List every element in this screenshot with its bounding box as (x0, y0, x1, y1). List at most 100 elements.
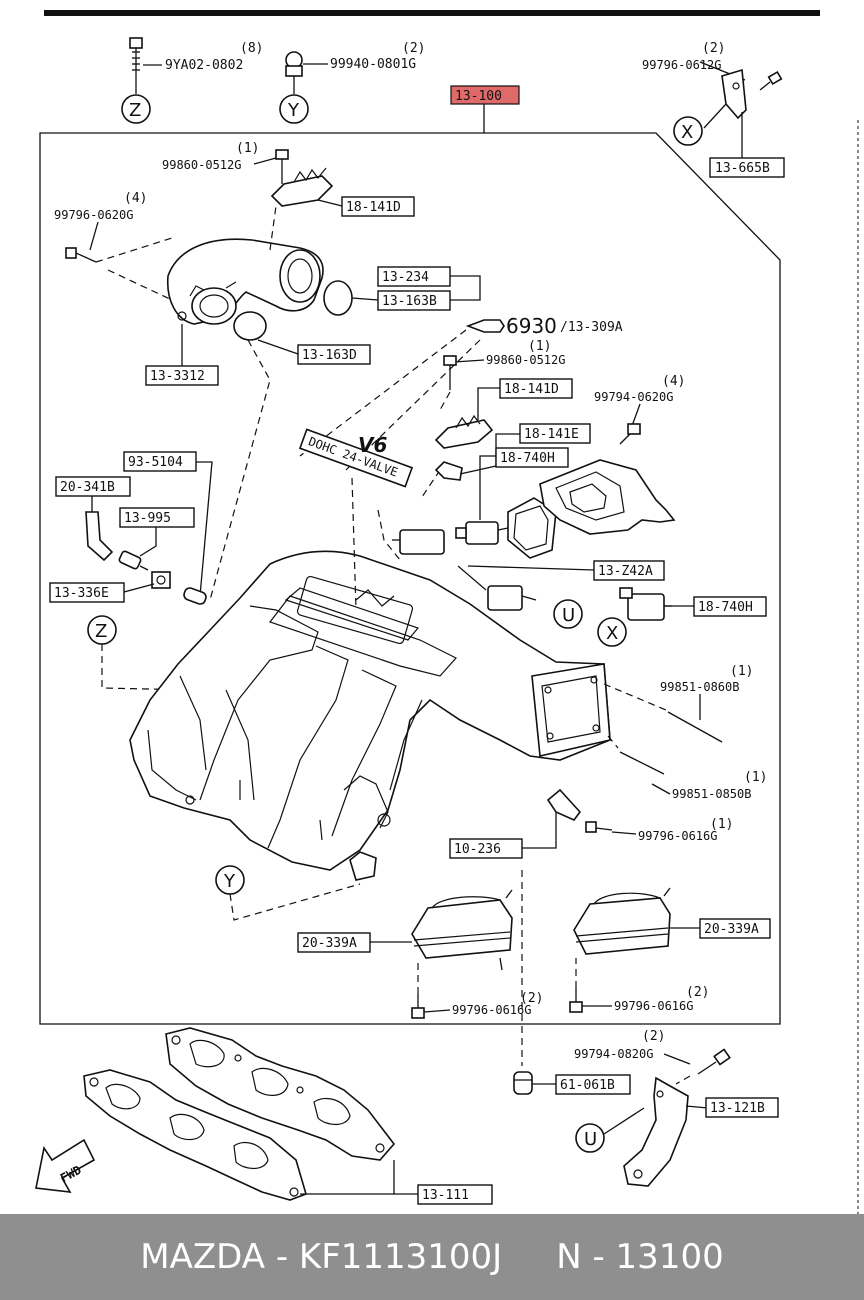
ref-circle-x-top (673, 116, 703, 146)
label-99794-0620: 99794-0620G (594, 390, 673, 404)
label-13-z42a: 13-Z42A (598, 564, 653, 579)
label-13-121b: 13-121B (710, 1101, 765, 1116)
dowel-93-5104-icon (183, 587, 207, 605)
label-13-665b: 13-665B (715, 161, 770, 176)
ref-letter-u-bottom: U (584, 1129, 597, 1150)
label-13-3312: 13-3312 (150, 369, 205, 384)
label-13-995: 13-995 (124, 511, 171, 526)
bolt-small-icon (759, 70, 783, 91)
bolt-99860-top-icon (275, 149, 289, 184)
throttle-body-icon (507, 459, 676, 559)
label-99796-0616-bl-qty: (2) (520, 991, 543, 1006)
label-99860-top: 99860-0512G (162, 158, 241, 172)
ref-letter-y-top: Y (287, 100, 300, 121)
ref-letter-z-top: Z (129, 100, 141, 121)
emblem-v6: V6 (358, 433, 387, 457)
label-99796-0616-mid-qty: (1) (710, 817, 733, 832)
label-10-236: 10-236 (454, 842, 501, 857)
bolt-99794-0620-icon (619, 423, 641, 445)
ref-letter-x-mid: X (606, 623, 618, 644)
label-9ya02-qty: (8) (240, 41, 263, 56)
bolt-99860-mid-icon (443, 355, 457, 390)
label-99794-0620-qty: (4) (662, 374, 685, 389)
main-part-highlight (450, 85, 520, 105)
footer-part-info: MAZDA - KF1113100J N - 13100 (140, 1237, 724, 1277)
ref-letter-y-mid: Y (223, 871, 236, 892)
label-18-141d-top: 18-141D (346, 200, 401, 215)
bolt-99796-0616-bl-icon (411, 994, 425, 1019)
fwd-arrow-icon: FWD (35, 1138, 96, 1193)
ref-letter-z-mid: Z (95, 621, 107, 642)
intake-manifold-icon (129, 550, 611, 881)
nut-99940-icon (285, 51, 303, 77)
o-ring-13-163b-icon (323, 280, 353, 316)
ref-circle-u-mid (553, 599, 583, 629)
label-99940-qty: (2) (402, 41, 425, 56)
ref-letter-x-top: X (681, 122, 693, 143)
cap-61-061b-icon (513, 1071, 533, 1095)
dohc-emblem-icon: DOHC 24-VALVE V6 (298, 428, 414, 488)
label-99796-0616-br-qty: (2) (686, 985, 709, 1000)
stud-99851-0860-icon (667, 711, 723, 743)
solenoid-valve-lower-icon (457, 565, 537, 611)
bolt-99794-0820-icon (697, 1048, 731, 1075)
gasket-upper-icon (165, 1027, 396, 1161)
cooler-20-339a-left-icon (411, 889, 513, 971)
main-part-code: 13-100 (455, 89, 502, 104)
label-61-061b: 61-061B (560, 1078, 615, 1093)
label-99796-0612-qty: (2) (702, 41, 725, 56)
label-99796-0616-br: 99796-0616G (614, 999, 693, 1013)
label-13-234: 13-234 (382, 270, 429, 285)
gasket-lower-icon (83, 1069, 307, 1201)
footer-bar: MAZDA - KF1113100J N - 13100 (0, 1214, 864, 1300)
washer-13-336e-icon (151, 571, 171, 589)
ref-circle-x-mid (597, 617, 627, 647)
o-ring-13-163d-icon (233, 311, 267, 341)
label-20-341b: 20-341B (60, 480, 115, 495)
bolt-99796-0616-br-icon (569, 988, 583, 1013)
label-99794-0820: 99794-0820G (574, 1047, 653, 1061)
bracket-13-121b-icon (623, 1076, 689, 1187)
label-99796-0620: 99796-0620G (54, 208, 133, 222)
label-99851-0860-qty: (1) (730, 664, 753, 679)
label-99860-mid: 99860-0512G (486, 353, 565, 367)
solenoid-valve-right-icon (619, 587, 672, 621)
clip-18-141e-icon (434, 461, 463, 481)
label-13-336e: 13-336E (54, 586, 109, 601)
bolt-99796-0616-mid-icon (585, 821, 613, 833)
check-valve-13-995-icon (118, 550, 149, 571)
top-rule (44, 10, 820, 16)
bolt-99796-0620-icon (65, 247, 97, 263)
label-20-339a-left: 20-339A (302, 936, 357, 951)
label-99796-0616-bl: 99796-0616G (452, 1003, 531, 1017)
assembly-boundary (39, 132, 781, 1025)
label-6930: 6930 (506, 314, 557, 338)
label-99851-0850: 99851-0850B (672, 787, 751, 801)
label-99860-mid-qty: (1) (528, 339, 551, 354)
label-93-5104: 93-5104 (128, 455, 183, 470)
solenoid-valve-upper-icon (392, 521, 509, 555)
cooler-20-339a-right-icon (573, 887, 671, 955)
ref-letter-u-mid: U (562, 605, 575, 626)
label-13-309a: /13-309A (560, 320, 623, 335)
bracket-10-236-icon (546, 788, 582, 821)
label-99796-0612: 99796-0612G (642, 58, 721, 72)
label-18-141d-mid: 18-141D (504, 382, 559, 397)
hose-20-341b-icon (85, 511, 114, 562)
bracket-18-141d-mid-icon (434, 414, 494, 449)
label-13-163b: 13-163B (382, 294, 437, 309)
stud-99851-0850-icon (619, 751, 665, 775)
label-18-740h-right: 18-740H (698, 600, 753, 615)
label-9ya02: 9YA02-0802 (165, 58, 243, 73)
label-99851-0860: 99851-0860B (660, 680, 739, 694)
ref-circle-y-top (279, 94, 309, 124)
ref-circle-u-bottom (575, 1123, 605, 1153)
label-99796-0616-mid: 99796-0616G (638, 829, 717, 843)
bolt-9ya02-icon (129, 37, 143, 80)
label-13-111: 13-111 (422, 1188, 469, 1203)
pointing-hand-icon (465, 319, 505, 333)
bracket-13-665b-icon (721, 68, 747, 120)
label-99860-top-qty: (1) (236, 141, 259, 156)
label-18-740h-top: 18-740H (500, 451, 555, 466)
